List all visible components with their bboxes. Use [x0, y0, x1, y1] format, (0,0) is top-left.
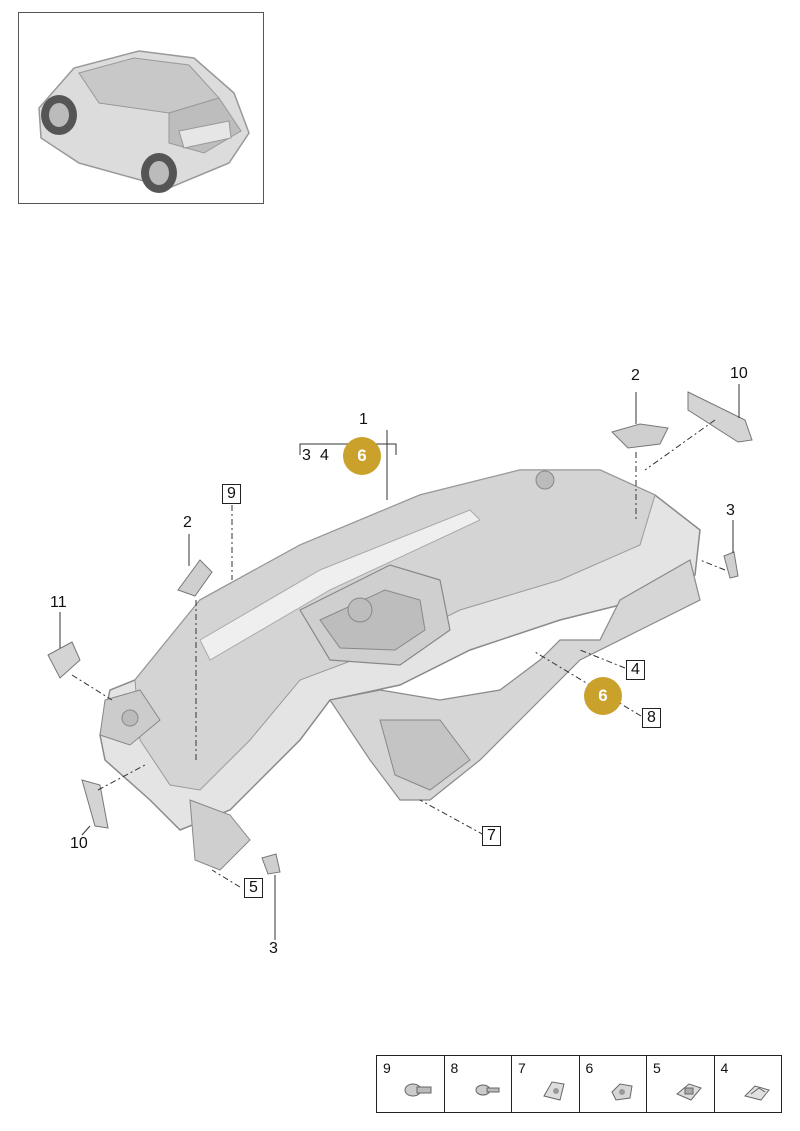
screw-icon: [475, 1084, 499, 1096]
bracket-11: [47, 641, 81, 679]
legend-item-4: 4: [715, 1056, 782, 1112]
vehicle-thumbnail: [18, 12, 264, 204]
legend-item-7: 7: [512, 1056, 580, 1112]
callout-5: 5: [244, 878, 263, 898]
spring-clip-icon: [743, 1085, 770, 1101]
clip-3-right: [723, 551, 739, 579]
clip-nut-icon: [676, 1083, 702, 1101]
callout-9: 9: [222, 484, 241, 504]
legend-item-9: 9: [377, 1056, 445, 1112]
legend-number: 6: [585, 1060, 594, 1076]
legend-number: 7: [518, 1060, 526, 1076]
clip-3-bottom: [261, 853, 281, 875]
callout-7: 7: [482, 826, 501, 846]
callout-2-top: 2: [631, 367, 640, 384]
bracket-10-top: [687, 391, 753, 443]
legend-item-6: 6: [580, 1056, 647, 1112]
legend-number: 8: [450, 1060, 459, 1076]
vent-part-top: [611, 423, 669, 449]
callout-10-bottom: 10: [70, 835, 88, 852]
legend-number: 9: [383, 1060, 391, 1076]
callout-group-3: 3: [302, 447, 311, 464]
bolt-icon: [404, 1083, 432, 1097]
callout-8: 8: [642, 708, 661, 728]
legend-number: 4: [720, 1060, 729, 1076]
callout-3-right: 3: [726, 502, 735, 519]
badge-6-mid: 6: [584, 677, 622, 715]
callout-3-bottom: 3: [269, 940, 278, 957]
callout-group-4: 4: [320, 447, 329, 464]
legend-number: 5: [653, 1060, 661, 1076]
callout-4: 4: [626, 660, 645, 680]
legend-item-8: 8: [445, 1056, 512, 1112]
vent-part-left: [177, 559, 213, 597]
callout-2-left: 2: [183, 514, 192, 531]
vehicle-illustration: [38, 50, 250, 193]
nut-icon: [610, 1083, 633, 1101]
callout-11: 11: [50, 594, 67, 611]
legend-item-5: 5: [647, 1056, 715, 1112]
fastener-legend: 9 8 7 6 5 4: [376, 1055, 782, 1113]
clip-icon: [543, 1081, 565, 1101]
callout-1: 1: [359, 411, 368, 428]
bracket-10-bottom: [81, 779, 109, 829]
badge-6-top: 6: [343, 437, 381, 475]
callout-10-top: 10: [730, 365, 748, 382]
